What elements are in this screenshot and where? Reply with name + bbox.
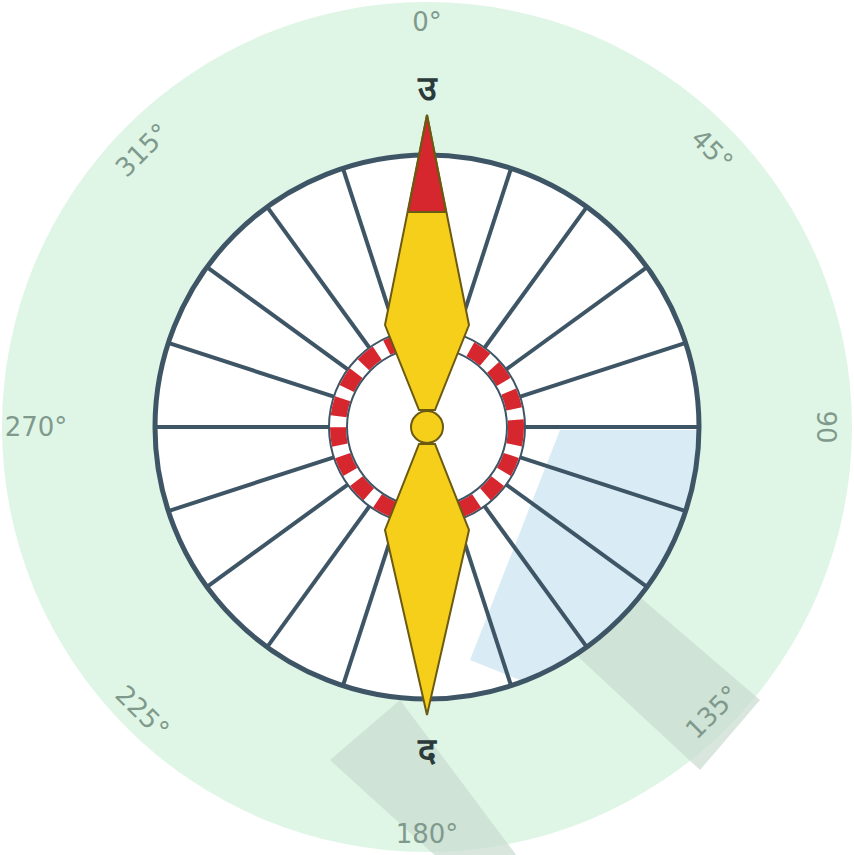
dial-spoke xyxy=(520,457,685,511)
shadow-band xyxy=(330,700,520,855)
dial-spoke xyxy=(207,485,348,587)
dial-spoke xyxy=(267,506,369,647)
dial-spoke xyxy=(207,267,348,369)
degree-label: 90 xyxy=(813,410,839,443)
needle-tip xyxy=(408,115,446,212)
direction-letter: उ xyxy=(418,71,437,105)
dial-spoke xyxy=(485,506,587,647)
dial-spoke xyxy=(506,267,647,369)
dial-spoke xyxy=(267,207,369,348)
dial-spoke xyxy=(485,207,587,348)
dial-spoke xyxy=(520,343,685,397)
direction-letter: द xyxy=(418,733,436,767)
dial-spoke xyxy=(155,425,329,429)
needle-north xyxy=(385,115,469,410)
needle-pivot xyxy=(411,411,443,443)
dial-spoke xyxy=(525,425,699,429)
degree-label: 0° xyxy=(412,9,442,35)
needle-south xyxy=(385,444,469,715)
degree-label: 180° xyxy=(396,821,459,847)
dial-spoke xyxy=(168,343,333,397)
dial-spoke xyxy=(168,457,333,511)
degree-label: 270° xyxy=(5,414,68,440)
dial-spoke xyxy=(506,485,647,587)
